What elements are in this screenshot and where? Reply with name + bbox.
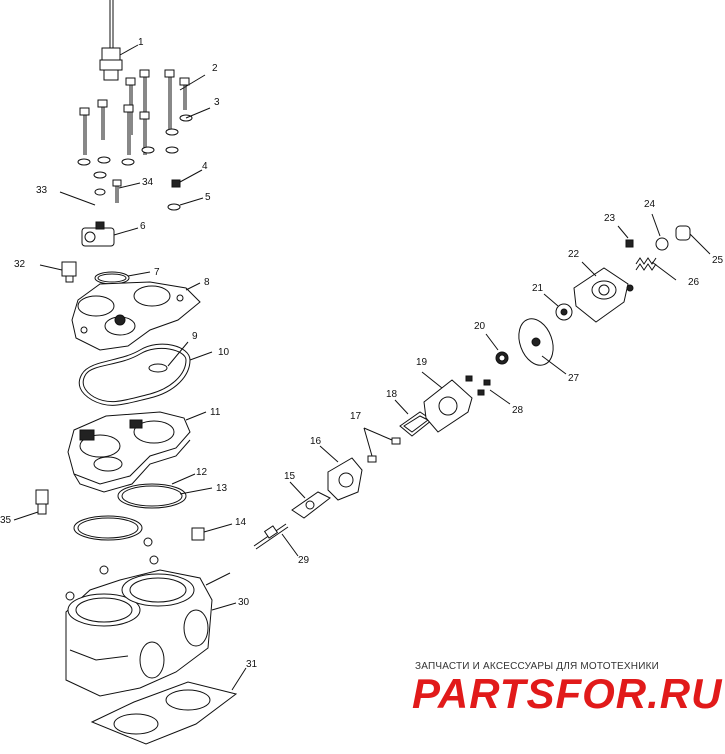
watermark-brand: PARTSFOR.RU <box>412 670 722 718</box>
label-10: 10 <box>218 347 230 358</box>
label-25: 25 <box>712 255 724 266</box>
label-35: 35 <box>0 515 12 526</box>
watermark-brand-text: PARTSFOR.RU <box>412 670 723 717</box>
part-25-plug <box>675 225 711 255</box>
label-9: 9 <box>192 331 198 342</box>
part-32-fitting <box>39 261 77 283</box>
label-30: 30 <box>238 597 250 608</box>
label-7: 7 <box>154 267 160 278</box>
part-31-base-gasket <box>90 667 247 745</box>
label-23: 23 <box>604 213 616 224</box>
label-2: 2 <box>212 63 218 74</box>
part-16-pump-housing <box>319 445 363 501</box>
part-8-head-insert <box>71 281 201 351</box>
label-13: 13 <box>216 483 228 494</box>
label-14: 14 <box>235 517 247 528</box>
label-18: 18 <box>386 389 398 400</box>
label-22: 22 <box>568 249 580 260</box>
part-21-seal <box>543 293 573 321</box>
label-31: 31 <box>246 659 258 670</box>
part-15-gasket <box>289 481 331 519</box>
label-26: 26 <box>688 277 700 288</box>
part-27-impeller <box>518 318 567 375</box>
part-17-screws <box>363 427 401 463</box>
label-33: 33 <box>36 185 48 196</box>
label-6: 6 <box>140 221 146 232</box>
part-23-screw <box>617 225 634 248</box>
label-3: 3 <box>214 97 220 108</box>
part-12-13-gaskets <box>73 473 213 541</box>
label-17: 17 <box>350 411 362 422</box>
part-10-head-gasket <box>78 341 213 406</box>
watermark-caption: ЗАПЧАСТИ И АКСЕССУАРЫ ДЛЯ МОТОТЕХНИКИ <box>415 661 660 672</box>
part-2-bolts <box>77 69 211 196</box>
label-19: 19 <box>416 357 428 368</box>
part-11-cylinder-head <box>67 411 207 493</box>
label-5: 5 <box>205 192 211 203</box>
label-15: 15 <box>284 471 296 482</box>
part-19-cover-plate <box>421 371 511 433</box>
part-20-bearing <box>485 333 509 365</box>
label-16: 16 <box>310 436 322 447</box>
part-22-pump-cover <box>573 261 634 323</box>
label-29: 29 <box>298 555 310 566</box>
part-14-plug <box>191 523 233 541</box>
label-1: 1 <box>138 37 144 48</box>
part-24-o-ring <box>651 213 669 251</box>
part-26-spring <box>635 257 677 281</box>
part-1-sender <box>99 0 139 81</box>
label-27: 27 <box>568 373 580 384</box>
label-12: 12 <box>196 467 208 478</box>
part-35-nut <box>13 489 49 521</box>
part-29-pump-shaft <box>253 523 299 557</box>
label-28: 28 <box>512 405 524 416</box>
part-30-cylinder-block <box>65 537 237 697</box>
part-34-4-5-hardware <box>112 169 204 211</box>
label-32: 32 <box>14 259 26 270</box>
label-8: 8 <box>204 277 210 288</box>
label-20: 20 <box>474 321 486 332</box>
label-24: 24 <box>644 199 656 210</box>
label-4: 4 <box>202 161 208 172</box>
label-34: 34 <box>142 177 154 188</box>
label-11: 11 <box>210 407 221 418</box>
part-6-thermostat-housing <box>59 191 139 247</box>
label-21: 21 <box>532 283 544 294</box>
